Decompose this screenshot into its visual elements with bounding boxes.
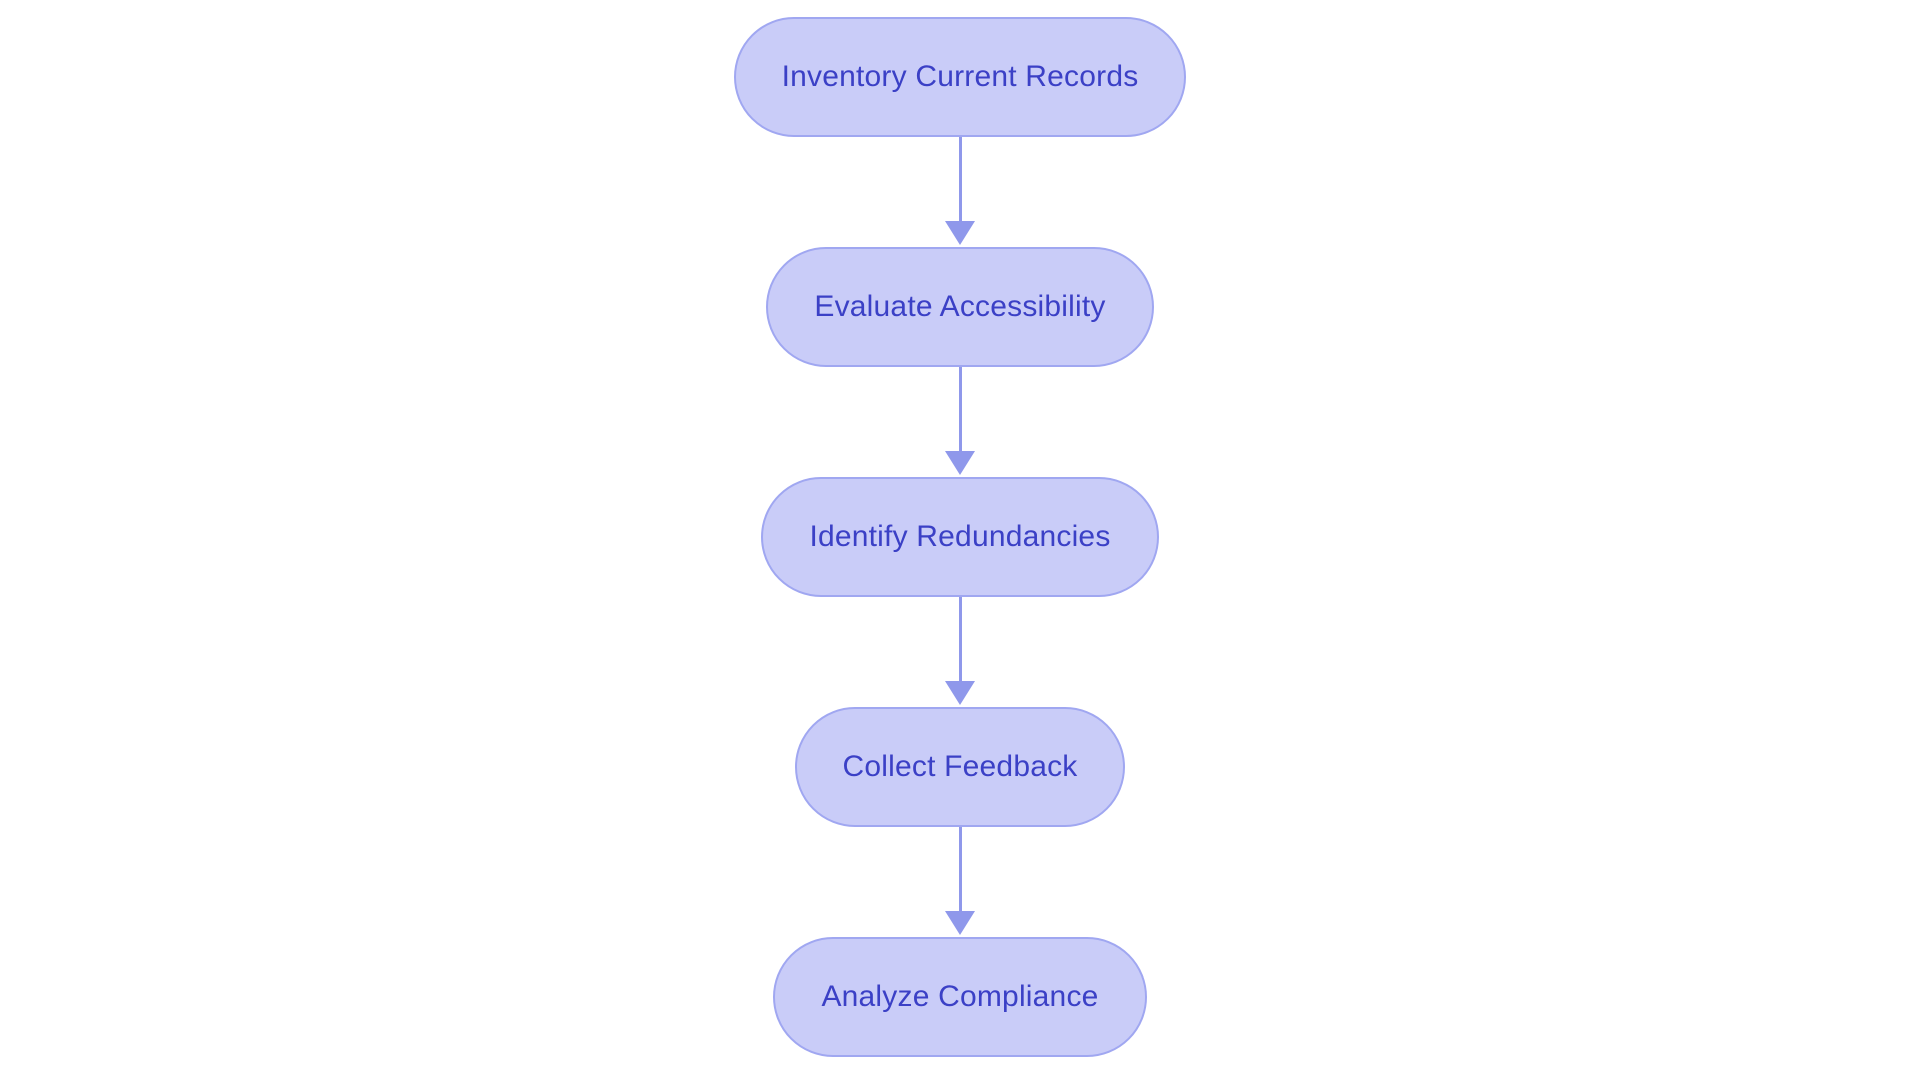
arrow-head-icon — [945, 911, 975, 935]
arrow-line — [958, 827, 962, 911]
flow-arrow — [945, 137, 975, 247]
flow-node-label: Inventory Current Records — [781, 60, 1139, 93]
flow-arrow — [945, 367, 975, 477]
flow-node: Analyze Compliance — [773, 937, 1147, 1057]
flow-node: Collect Feedback — [794, 707, 1126, 827]
flow-arrow — [945, 597, 975, 707]
flow-node-label: Identify Redundancies — [809, 520, 1111, 553]
flow-node-label: Analyze Compliance — [821, 980, 1099, 1013]
arrow-line — [958, 137, 962, 221]
arrow-line — [958, 597, 962, 681]
flow-arrow — [945, 827, 975, 937]
arrow-head-icon — [945, 451, 975, 475]
flow-node-label: Collect Feedback — [842, 750, 1078, 783]
flow-node: Evaluate Accessibility — [766, 247, 1154, 367]
flow-node: Identify Redundancies — [761, 477, 1159, 597]
flow-node-label: Evaluate Accessibility — [814, 290, 1106, 323]
arrow-head-icon — [945, 681, 975, 705]
arrow-head-icon — [945, 221, 975, 245]
flow-node: Inventory Current Records — [733, 17, 1187, 137]
arrow-line — [958, 367, 962, 451]
